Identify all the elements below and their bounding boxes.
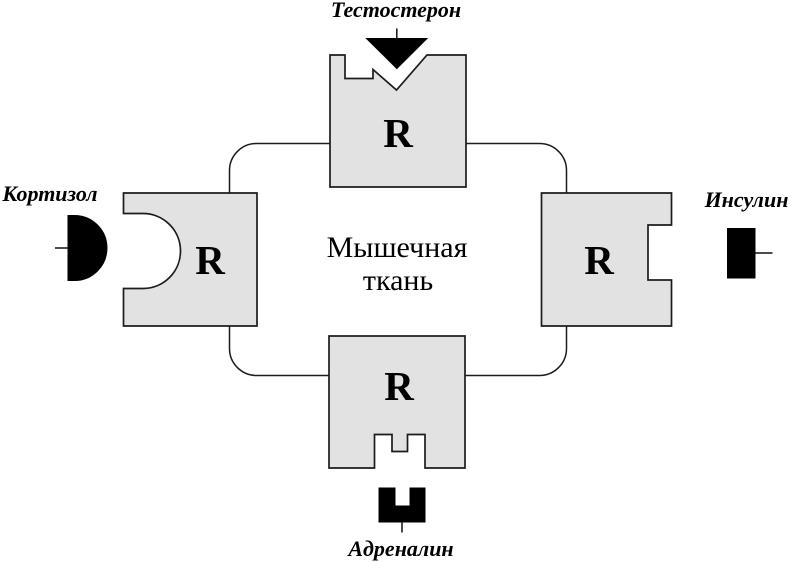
insulin-label: Инсулин — [704, 187, 789, 212]
receptor-cortisol — [122, 192, 258, 327]
receptor-letter-top: R — [383, 110, 413, 156]
receptor-insulin — [540, 192, 673, 327]
testosterone-label: Тестостерон — [331, 0, 461, 22]
adrenaline-label: Адреналин — [346, 536, 453, 561]
tissue-label-line1: Мышечная — [327, 231, 468, 264]
receptor-letter-right: R — [584, 237, 614, 283]
cortisol-label: Кортизол — [1, 181, 97, 206]
insulin-ligand-icon — [727, 228, 756, 279]
testosterone-ligand-icon — [365, 38, 429, 70]
tissue-label-line2: ткань — [363, 264, 433, 297]
receptor-letter-left: R — [195, 237, 225, 283]
receptor-adrenaline — [328, 335, 466, 469]
receptor-testosterone — [329, 54, 467, 188]
receptor-letter-bottom: R — [384, 363, 414, 409]
adrenaline-ligand-icon — [378, 487, 426, 523]
cortisol-ligand-icon — [67, 215, 108, 281]
